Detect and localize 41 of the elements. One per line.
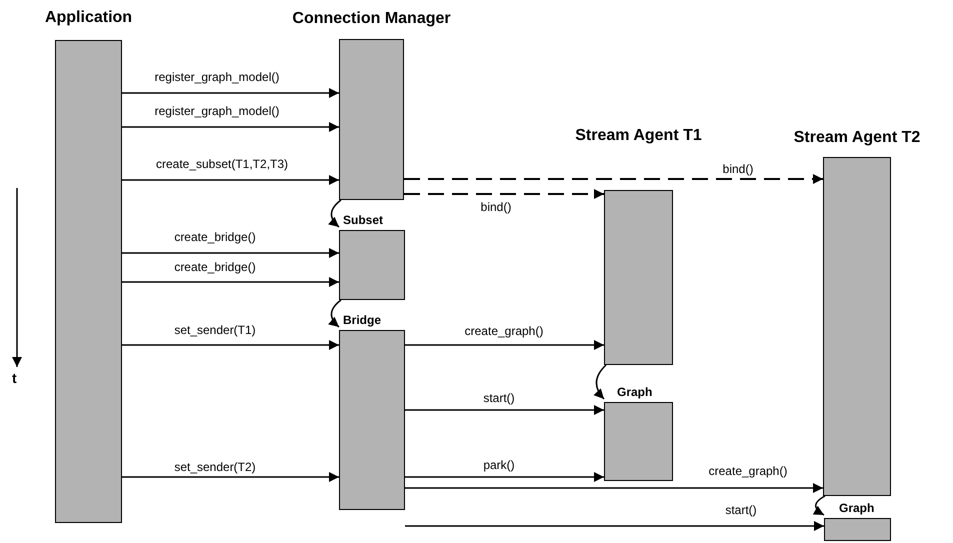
- arrow: [122, 88, 339, 98]
- edge-label: set_sender(T1): [173, 323, 257, 337]
- arrow: [405, 483, 823, 493]
- lifeline-title: Graph: [617, 385, 652, 399]
- edge-label: bind(): [480, 200, 512, 214]
- lifeline-title: Stream Agent T1: [575, 127, 702, 145]
- arrow: [405, 340, 604, 350]
- arrow: [328, 299, 342, 328]
- lifeline-title: Connection Manager: [292, 10, 451, 28]
- arrow: [405, 405, 604, 415]
- edge-label: create_bridge(): [173, 260, 257, 274]
- edge-label: register_graph_model(): [154, 70, 280, 84]
- arrow: [122, 248, 339, 258]
- arrow: [122, 340, 339, 350]
- edge-label: create_bridge(): [173, 230, 257, 244]
- edge-label: park(): [482, 458, 516, 472]
- lifeline-title: Graph: [839, 501, 874, 515]
- edge-label: start(): [482, 391, 516, 405]
- arrow: [122, 122, 339, 132]
- arrow: [122, 175, 339, 185]
- arrow: [404, 189, 604, 199]
- lifeline-title: Application: [44, 9, 132, 27]
- lifeline-title: Stream Agent T2: [794, 129, 920, 147]
- arrow: [404, 174, 823, 184]
- edge-label: create_subset(T1,T2,T3): [154, 157, 290, 171]
- edge-label: start(): [724, 503, 758, 517]
- arrow: [405, 472, 604, 482]
- edge-label: register_graph_model(): [154, 104, 280, 118]
- arrow: [594, 364, 607, 400]
- arrow: [405, 521, 824, 531]
- arrow: [812, 495, 826, 516]
- edge-label: create_graph(): [708, 464, 788, 478]
- axis-label: t: [12, 370, 17, 386]
- edge-label: bind(): [722, 162, 754, 176]
- edge-label: create_graph(): [464, 324, 544, 338]
- arrow: [328, 199, 342, 228]
- lifeline-title: Subset: [343, 213, 384, 227]
- edge-label: set_sender(T2): [173, 460, 257, 474]
- lifeline-title: Bridge: [343, 313, 382, 327]
- arrow: [122, 472, 339, 482]
- arrow: [122, 277, 339, 287]
